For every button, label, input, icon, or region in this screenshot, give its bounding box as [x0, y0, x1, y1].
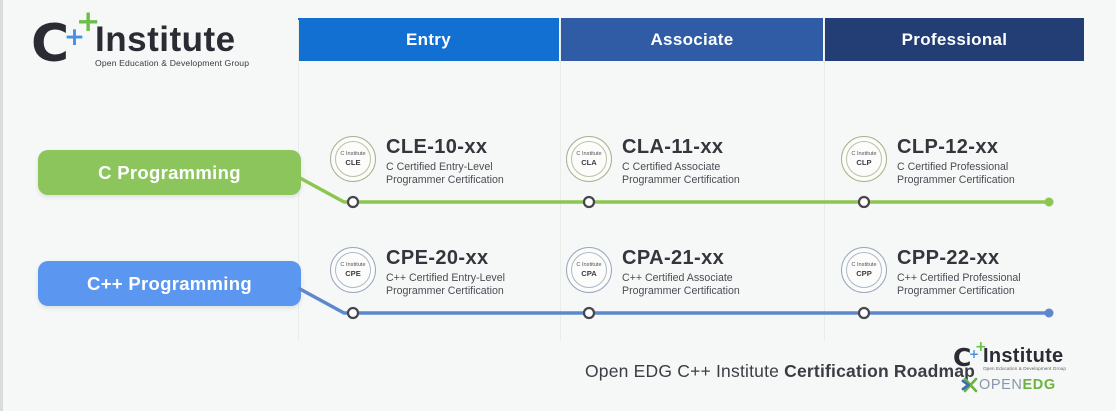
- footer-logo-text: Institute Open Education & Development G…: [983, 342, 1066, 371]
- logo-plus-blue-icon: +: [64, 22, 85, 51]
- badge-brand-text: C Institute: [576, 151, 602, 157]
- logo-tagline: Open Education & Development Group: [95, 58, 250, 68]
- column-header-professional: Professional: [825, 18, 1084, 61]
- footer-caption-bold: Certification Roadmap: [784, 361, 976, 381]
- cert-badge-cpp-icon: C Institute CPP: [841, 247, 887, 293]
- cert-cpp: C Institute CPP CPP-22-xx C++ Certified …: [841, 247, 1021, 298]
- badge-brand-text: C Institute: [851, 151, 877, 157]
- cert-clp: C Institute CLP CLP-12-xx C Certified Pr…: [841, 136, 1015, 187]
- cert-code: CLA-11-xx: [622, 136, 724, 158]
- cert-cpe: C Institute CPE CPE-20-xx C++ Certified …: [330, 247, 505, 298]
- logo-name: Institute: [95, 20, 236, 59]
- footer-logo-mark: C + +: [953, 339, 987, 374]
- cert-description: C Certified Professional Programmer Cert…: [897, 161, 1015, 186]
- cert-cle: C Institute CLE CLE-10-xx C Certified En…: [330, 136, 504, 187]
- column-header-associate: Associate: [561, 18, 823, 61]
- column-separator: [560, 20, 561, 340]
- milestone-node: [857, 195, 871, 209]
- track-pill-cpp-programming: C++ Programming: [38, 261, 301, 306]
- cert-badge-clp-icon: C Institute CLP: [841, 136, 887, 182]
- badge-code-text: CLA: [581, 158, 597, 167]
- milestone-node: [582, 195, 596, 209]
- cert-text: CLP-12-xx C Certified Professional Progr…: [897, 136, 1015, 187]
- openedg-edg-text: EDG: [1022, 377, 1056, 393]
- footer-logos: C + + Institute Open Education & Develop…: [953, 339, 1103, 393]
- openedg-open-text: OPEN: [979, 377, 1023, 393]
- cert-cla: C Institute CLA CLA-11-xx C Certified As…: [566, 136, 740, 187]
- openedg-x-icon: [961, 377, 978, 393]
- milestone-node: [346, 306, 360, 320]
- footer-logo-c-glyph: C: [953, 343, 972, 372]
- badge-brand-text: C Institute: [340, 151, 366, 157]
- milestone-node: [582, 306, 596, 320]
- cert-code: CPA-21-xx: [622, 247, 725, 269]
- badge-code-text: CLP: [856, 158, 872, 167]
- cert-description: C++ Certified Professional Programmer Ce…: [897, 272, 1021, 297]
- cert-text: CPP-22-xx C++ Certified Professional Pro…: [897, 247, 1021, 298]
- badge-brand-text: C Institute: [576, 262, 602, 268]
- footer-caption: Open EDG C++ Institute Certification Roa…: [585, 361, 975, 382]
- cert-code: CPE-20-xx: [386, 247, 489, 269]
- badge-brand-text: C Institute: [851, 262, 877, 268]
- cpp-institute-logo-mark: C + +: [31, 4, 100, 78]
- badge-code-text: CPA: [581, 269, 597, 278]
- badge-code-text: CLE: [345, 158, 361, 167]
- footer-logo-plus-green-icon: +: [975, 339, 987, 355]
- footer-cpp-institute-logo: C + + Institute Open Education & Develop…: [953, 339, 1103, 374]
- footer-logo-plus-blue-icon: +: [969, 347, 980, 361]
- cert-description: C Certified Entry-Level Programmer Certi…: [386, 161, 504, 186]
- logo-text: Institute Open Education & Development G…: [95, 14, 250, 69]
- cert-code: CLE-10-xx: [386, 136, 488, 158]
- logo-c-glyph: C: [31, 14, 70, 74]
- cert-code: CPP-22-xx: [897, 247, 1000, 269]
- cert-badge-cla-icon: C Institute CLA: [566, 136, 612, 182]
- column-separator: [824, 20, 825, 340]
- c-track-end-dot: [1044, 197, 1054, 207]
- cert-code: CLP-12-xx: [897, 136, 999, 158]
- cert-text: CLA-11-xx C Certified Associate Programm…: [622, 136, 740, 187]
- milestone-node: [857, 306, 871, 320]
- logo-plus-green-icon: +: [76, 4, 101, 38]
- badge-brand-text: C Institute: [340, 262, 366, 268]
- cert-badge-cle-icon: C Institute CLE: [330, 136, 376, 182]
- cert-description: C Certified Associate Programmer Certifi…: [622, 161, 740, 186]
- milestone-node: [346, 195, 360, 209]
- cert-description: C++ Certified Associate Programmer Certi…: [622, 272, 740, 297]
- cert-cpa: C Institute CPA CPA-21-xx C++ Certified …: [566, 247, 740, 298]
- column-header-entry: Entry: [298, 18, 559, 61]
- footer-caption-regular: Open EDG C++ Institute: [585, 361, 785, 381]
- badge-code-text: CPE: [345, 269, 361, 278]
- cert-text: CPE-20-xx C++ Certified Entry-Level Prog…: [386, 247, 505, 298]
- track-pill-c-programming: C Programming: [38, 150, 301, 195]
- cpp-institute-logo: C + + Institute Open Education & Develop…: [31, 4, 250, 78]
- footer-logo-name: Institute: [983, 345, 1064, 367]
- badge-code-text: CPP: [856, 269, 872, 278]
- cert-badge-cpe-icon: C Institute CPE: [330, 247, 376, 293]
- cert-description: C++ Certified Entry-Level Programmer Cer…: [386, 272, 505, 297]
- cert-text: CPA-21-xx C++ Certified Associate Progra…: [622, 247, 740, 298]
- cert-text: CLE-10-xx C Certified Entry-Level Progra…: [386, 136, 504, 187]
- footer-logo-tagline: Open Education & Development Group: [983, 366, 1067, 371]
- cpp-track-end-dot: [1044, 308, 1054, 318]
- cert-badge-cpa-icon: C Institute CPA: [566, 247, 612, 293]
